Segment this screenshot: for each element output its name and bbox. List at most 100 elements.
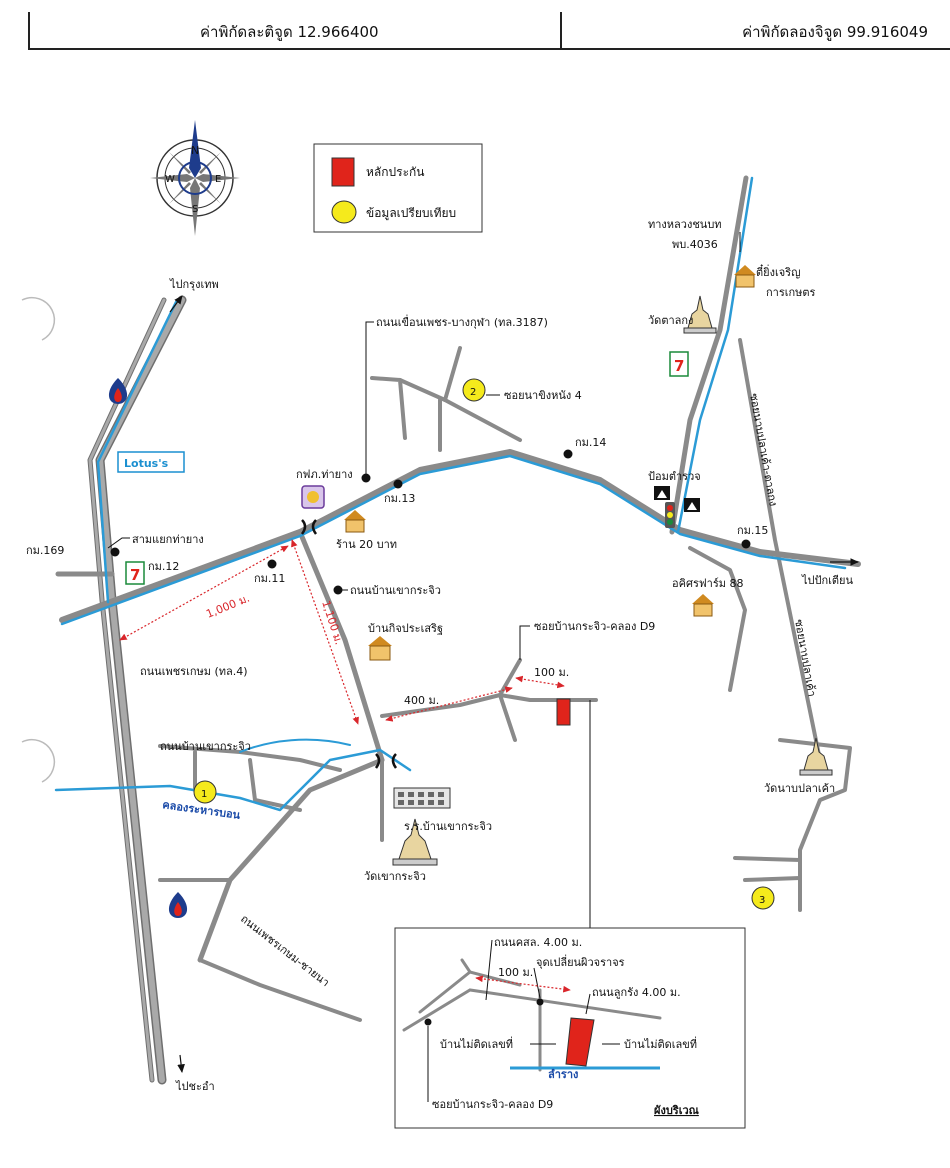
- temple-icon: [392, 818, 438, 866]
- header-divider: [560, 12, 562, 50]
- label-wat-tha-long: วัดตาลกง: [648, 314, 693, 327]
- school-icon: [393, 787, 451, 809]
- label-rural-road-no: พบ.4036: [672, 238, 718, 251]
- label-km14: กม.14: [575, 436, 606, 449]
- compass-w: W: [165, 174, 175, 185]
- label-to-pak-tho: ไปปักเตียน: [801, 574, 854, 587]
- inset-change-point: จุดเปลี่ยนผิวจราจร: [536, 954, 625, 969]
- svg-text:1: 1: [201, 789, 207, 800]
- collateral-swatch: [331, 157, 355, 187]
- traffic-light-icon: [665, 502, 675, 528]
- label-tee-ying2: การเกษตร: [766, 286, 816, 299]
- inset-laterite-road: ถนนลูกรัง 4.00 ม.: [592, 986, 681, 999]
- site-plan-inset: ถนนคสล. 4.00 ม. จุดเปลี่ยนผิวจราจร 100 ม…: [394, 927, 746, 1129]
- roads: [55, 175, 861, 1085]
- legend: หลักประกัน ข้อมูลเปรียบเทียบ: [313, 143, 483, 233]
- legend-comparable: ข้อมูลเปรียบเทียบ: [366, 206, 456, 221]
- compass-n: N: [191, 144, 199, 157]
- legend-collateral: หลักประกัน: [366, 165, 425, 179]
- distance-lines: [119, 539, 565, 725]
- compass-s: S: [192, 204, 198, 215]
- label-shop20: ร้าน 20 บาท: [336, 538, 397, 551]
- compass-rose: N S E W: [150, 120, 240, 236]
- svg-text:7: 7: [674, 357, 684, 375]
- km-13-marker: [393, 479, 403, 489]
- label-dist-1000: 1,000 ม.: [204, 592, 251, 621]
- map-labels: ไปกรุงเทพ ไปชะอำ ไปปักเตียน กม.169 กม.12…: [26, 218, 854, 1093]
- label-soi-ban-kra-jio-d9: ซอยบ้านกระจิว-คลอง D9: [534, 620, 655, 633]
- km-169-marker: [110, 547, 120, 557]
- arrow-to-cha-am: [177, 1054, 185, 1073]
- temple-icon: [683, 295, 717, 334]
- lotus-store: Lotus's: [117, 451, 185, 473]
- pea-office-icon: [301, 485, 325, 509]
- temple-icon: [799, 737, 833, 776]
- gas-station-icon: [108, 378, 128, 404]
- km-11-marker: [267, 559, 277, 569]
- label-wat-khao-kra-jio: วัดเขากระจิว: [364, 870, 426, 883]
- latitude-label: ค่าพิกัดละติจูด 12.966400: [200, 23, 379, 41]
- inset-concrete-road: ถนนคสล. 4.00 ม.: [494, 936, 582, 949]
- label-khuean-phet: ถนนเขื่อนเพชร-บางกุฬา (ทล.3187): [376, 314, 548, 329]
- label-road-ban-khao-kra-jio: ถนนบ้านเขากระจิว: [160, 740, 251, 753]
- label-police: ป้อมตำรวจ: [648, 470, 701, 483]
- km-15-marker: [741, 539, 751, 549]
- compass-e: E: [215, 174, 221, 185]
- bridge-icon: [300, 519, 318, 535]
- bridge-icon: [374, 753, 398, 769]
- police-box-icon: [654, 486, 700, 512]
- label-tee-ying: ตี๋ยิ่งเจริญ: [756, 263, 800, 279]
- label-pea: กฟภ.ท่ายาง: [296, 468, 353, 481]
- comparable-3: 3: [751, 886, 775, 910]
- svg-text:3: 3: [759, 895, 765, 906]
- canals: [54, 176, 847, 812]
- label-akhisit: อคิศรฟาร์ม 88: [672, 577, 743, 590]
- binder-hole: [21, 738, 56, 783]
- comparable-1: 1: [193, 780, 217, 804]
- label-dist-100: 100 ม.: [534, 666, 569, 679]
- label-km13: กม.13: [384, 492, 415, 505]
- seven-eleven-icon: 7: [125, 561, 145, 585]
- comparable-swatch: [331, 200, 357, 224]
- inset-dist-100: 100 ม.: [498, 966, 533, 979]
- inset-no-number-left: บ้านไม่ติดเลขที่: [440, 1036, 513, 1051]
- shop-icon: [692, 594, 714, 617]
- label-soi-pla-khao: ซอยนาบปลาเค้า: [792, 618, 818, 697]
- label-km169: กม.169: [26, 544, 64, 557]
- comparable-2: 2: [462, 378, 486, 402]
- shop-icon: [344, 510, 366, 533]
- label-soi-na-khing: ซอยนาขิงหนัง 4: [504, 389, 582, 402]
- inset-soi: ซอยบ้านกระจิว-คลอง D9: [432, 1098, 553, 1111]
- label-soi-pla-khao-tha-long: ซอยนาบปลาเค้า-ตาลกง: [747, 392, 780, 507]
- label-rural-road: ทางหลวงชนบท: [648, 218, 722, 231]
- gas-station-icon: [168, 892, 188, 918]
- shop-icon: [734, 265, 756, 288]
- label-to-bangkok: ไปกรุงเทพ: [169, 278, 219, 291]
- label-sam-yaek: สามแยกท่ายาง: [132, 533, 204, 546]
- label-dist-400: 400 ม.: [404, 694, 439, 707]
- arrow-to-bangkok: [169, 295, 183, 313]
- label-ban-khao-kra-jio-road: ถนนบ้านเขากระจิว: [350, 584, 441, 597]
- house-icon: [368, 636, 392, 661]
- lotus-label: Lotus's: [124, 457, 169, 470]
- longitude-label: ค่าพิกัดลองจิจูด 99.916049: [742, 23, 928, 41]
- label-km15: กม.15: [737, 524, 768, 537]
- label-km12: กม.12: [148, 560, 179, 573]
- binder-hole: [21, 296, 56, 341]
- label-dist-1100: 1,100 ม.: [319, 599, 346, 647]
- label-school: ร.ร.บ้านเขากระจิว: [404, 820, 492, 833]
- collateral-marker: [556, 698, 571, 726]
- svg-text:7: 7: [130, 566, 140, 584]
- label-km11: กม.11: [254, 572, 285, 585]
- seven-eleven-icon: 7: [669, 351, 689, 377]
- coordinates-header: ค่าพิกัดละติจูด 12.966400 ค่าพิกัดลองจิจ…: [28, 12, 950, 50]
- label-phet-cha-yang: ถนนเพชรเกษม-ชายนา: [238, 912, 332, 989]
- inset-title: ผังบริเวณ: [654, 1104, 700, 1117]
- label-to-cha-am: ไปชะอำ: [175, 1080, 215, 1093]
- label-ban-kit: บ้านกิจประเสริฐ: [368, 622, 443, 635]
- leader-lines: [107, 232, 741, 930]
- label-wat-nab-pla-khao: วัดนาบปลาเค้า: [764, 782, 835, 795]
- inset-drain: ลำราง: [548, 1068, 578, 1081]
- label-phetkasem: ถนนเพชรเกษม (ทล.4): [140, 665, 248, 678]
